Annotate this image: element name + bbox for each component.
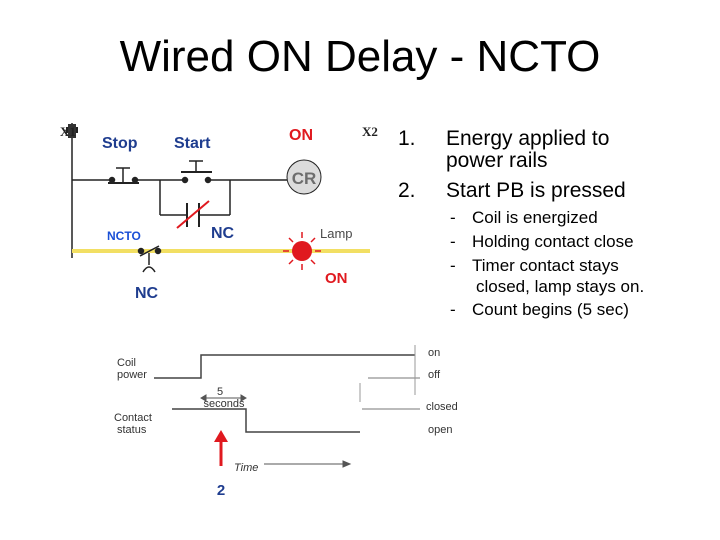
timing-off-label: off [428, 369, 441, 381]
cr-coil [286, 159, 322, 195]
lamp [283, 232, 321, 270]
substep-dash: - [450, 256, 456, 275]
substep-line: Timer contact stays [472, 256, 619, 275]
coil-power-label-1: Coil [117, 357, 136, 369]
stop-pushbutton [108, 167, 139, 184]
coil-power-label-2: power [117, 369, 147, 381]
step-number: 1. [398, 127, 416, 150]
step-text: Start PB is pressed [446, 179, 626, 202]
lamp-label: Lamp [320, 226, 353, 241]
step-line: Energy applied to [446, 127, 610, 150]
left-rail [66, 123, 78, 258]
rung-1-wiring [72, 179, 288, 216]
event-marker-arrow [214, 430, 228, 466]
timing-closed-label: closed [426, 401, 458, 413]
event-marker-number: 2 [217, 482, 225, 499]
rail-left-label: X1 [60, 124, 76, 139]
delay-value: 5 [217, 386, 223, 398]
substep-dash: - [450, 232, 456, 251]
contact-status-label-2: status [117, 424, 147, 436]
step-number: 2. [398, 179, 416, 202]
substep-text: Holding contact close [472, 232, 634, 251]
rail-right-label: X2 [362, 124, 378, 139]
delay-dimension [200, 394, 247, 402]
substep-text: Timer contact stays closed, lamp stays o… [472, 255, 644, 297]
nc-label-holding: NC [211, 225, 235, 242]
substep-dash: - [450, 300, 456, 319]
start-label: Start [174, 135, 211, 152]
timing-open-label: open [428, 424, 452, 436]
delay-unit: seconds [204, 398, 245, 410]
timing-labels: Coil power Contact status on off closed … [114, 347, 458, 474]
ncto-label: NCTO [107, 229, 141, 243]
on-label-top: ON [289, 127, 313, 144]
stop-label: Stop [102, 135, 138, 152]
start-pushbutton [181, 160, 212, 184]
step-line: power rails [446, 149, 548, 172]
contact-status-label-1: Contact [114, 412, 152, 424]
substep-dash: - [450, 208, 456, 227]
slide-title: Wired ON Delay - NCTO [119, 32, 601, 81]
step-text: Energy applied to power rails [446, 128, 716, 172]
coil-power-waveform [154, 345, 420, 395]
nc-label-left: NC [135, 285, 159, 302]
substep-line: closed, lamp stays on. [476, 277, 645, 296]
on-label-lamp: ON [325, 270, 348, 287]
contact-status-waveform [172, 383, 420, 433]
substep-text: Count begins (5 sec) [472, 300, 629, 319]
time-label: Time [234, 462, 258, 474]
holding-contact [176, 200, 210, 229]
timing-on-label: on [428, 347, 440, 359]
substep-text: Coil is energized [472, 208, 598, 227]
coil-label: CR [292, 169, 317, 188]
ncto-contact [137, 245, 162, 273]
time-axis-arrow [264, 460, 352, 468]
